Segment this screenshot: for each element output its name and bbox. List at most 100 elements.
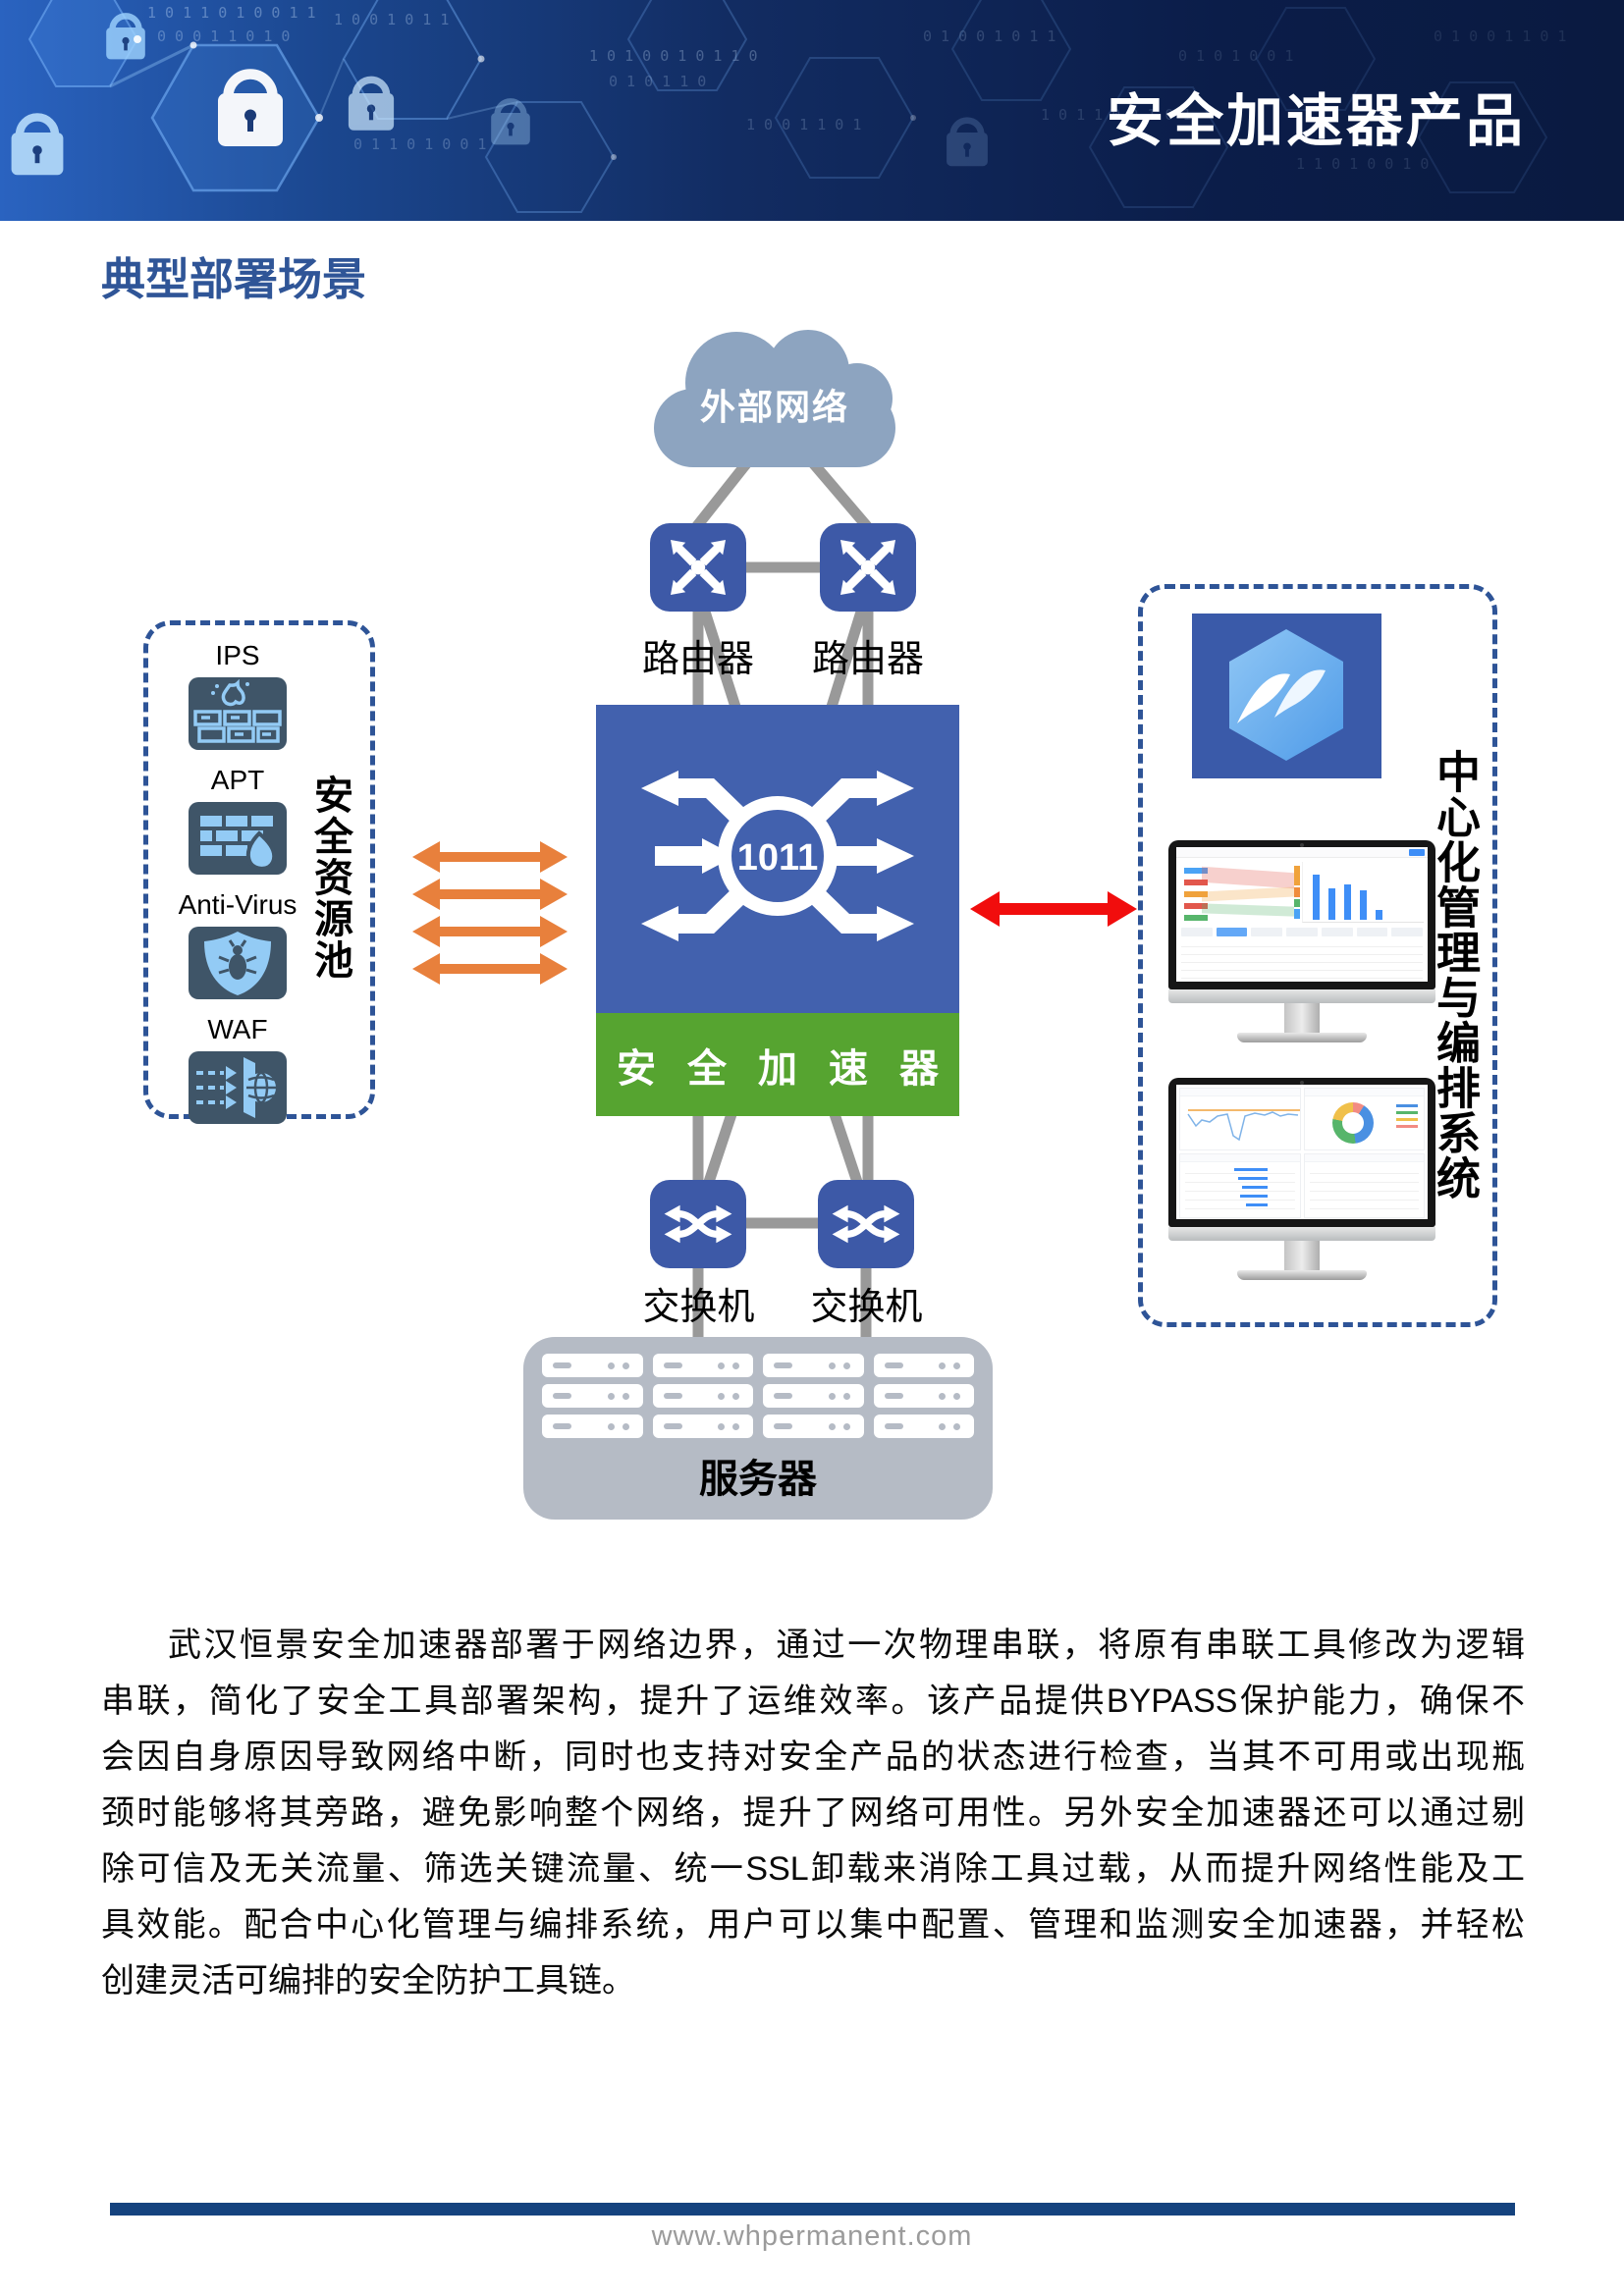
dashboard-monitoring [1176,1085,1428,1219]
paragraph-line: 具效能。配合中心化管理与编排系统，用户可以集中配置、管理和监测安全加速器，并轻松 [101,1906,1525,1944]
router-label: 路由器 [811,639,924,680]
resource-pool-items: IPS APT [164,635,311,1124]
svg-text:1 0 0 1 0 1 1: 1 0 0 1 0 1 1 [334,11,449,28]
server-unit [652,1354,753,1377]
firewall-fire-icon [189,677,287,750]
svg-text:1 0 1 1 0 0 1 0 1: 1 0 1 1 0 0 1 0 1 [1041,106,1192,124]
sankey-chart [1180,862,1302,923]
svg-text:0 1 0 0 1 1 0 1: 0 1 0 0 1 1 0 1 [1434,27,1566,45]
server-unit [542,1354,643,1377]
banner: 1 0 1 1 0 1 0 0 1 1 0 0 0 1 1 0 1 0 1 0 … [0,0,1624,221]
paragraph-line: 武汉恒景安全加速器部署于网络边界，通过一次物理串联，将原有串联工具修改为逻辑 [168,1627,1525,1664]
gateway-globe-arrows-icon [189,1051,287,1124]
switch-right [818,1180,914,1268]
monitor-1 [1168,840,1435,1042]
switch-icon [832,1204,900,1244]
monitor-stand [1284,1003,1320,1033]
server-unit [873,1354,974,1377]
chart-legend [1396,1104,1418,1128]
brick-wall-flame-icon [189,802,287,875]
switch-icon [664,1204,732,1244]
svg-text:1 0 1 0 0 1 0 1 1 0: 1 0 1 0 0 1 0 1 1 0 [589,47,758,65]
servers-box: 服务器 [523,1337,993,1520]
resource-pool-item-label: WAF [207,1014,268,1044]
monitor-screen [1168,840,1435,989]
accelerator-label: 安全加速器 [617,1046,970,1091]
paragraph-line: 除可信及无关流量、筛选关键流量、统一SSL卸载来消除工具过载，从而提升网络性能及… [101,1850,1525,1888]
orange-flow-arrows [412,841,568,985]
switch-label: 交换机 [642,1287,755,1328]
resource-pool-box: IPS APT [143,620,375,1124]
management-box: 中心化管理与编排系统 [1138,584,1497,1327]
security-accelerator-box: 1011 安全加速器 [596,705,959,1116]
dashboard-traffic [1176,847,1428,982]
page-title: 安全加速器产品 [1106,89,1526,153]
body-paragraph: 武汉恒景安全加速器部署于网络边界，通过一次物理串联，将原有串联工具修改为逻辑 串… [101,1618,1525,2009]
server-unit [652,1415,753,1438]
monitor-2 [1168,1078,1435,1280]
switch-left [650,1180,746,1268]
svg-text:0 1 0 0 1 0 1 1: 0 1 0 0 1 0 1 1 [923,27,1056,45]
server-grid [542,1354,974,1438]
server-unit [763,1415,864,1438]
svg-text:0 1 0 1 1 0: 0 1 0 1 1 0 [609,73,706,90]
donut-chart-panel [1303,1088,1425,1150]
cloud-label: 外部网络 [699,387,849,427]
svg-text:1 1 0 1 0 0 1 0: 1 1 0 1 0 0 1 0 [1296,155,1429,173]
svg-text:1 0 0 1 1 0 1: 1 0 0 1 1 0 1 [746,116,861,133]
shield-bug-icon [189,927,287,999]
donut-chart [1331,1102,1374,1144]
cloud-icon [654,330,895,467]
line-chart-panel [1179,1088,1301,1150]
router-label: 路由器 [641,639,754,680]
router-icon [840,540,895,595]
accelerator-icon: 1011 [641,771,914,941]
primary-button [1409,849,1425,856]
paragraph-line: 颈时能够将其旁路，避免影响整个网络，提升了网络可用性。另外安全加速器还可以通过剔 [101,1794,1525,1832]
switch-label: 交换机 [810,1287,923,1328]
external-network-cloud: 外部网络 [646,322,903,469]
router-icon [671,540,726,595]
svg-text:0 1 1 0 1 0 0 1: 0 1 1 0 1 0 0 1 [353,135,486,153]
svg-text:0 0 0 1 1 0 1 0: 0 0 0 1 1 0 1 0 [157,27,290,45]
bar-chart [1302,862,1424,923]
resource-pool-item-label: IPS [215,640,260,670]
management-vertical-title: 中心化管理与编排系统 [1430,749,1480,1201]
footer-divider [110,2203,1515,2216]
paragraph-line: 会因自身原因导致网络中断，同时也支持对安全产品的状态进行检查，当其不可用或出现瓶 [101,1738,1525,1776]
section-heading: 典型部署场景 [101,254,367,304]
data-table [1176,923,1428,982]
paragraph-line: 串联，简化了安全工具部署架构，提升了运维效率。该产品提供BYPASS保护能力，确… [101,1682,1525,1720]
dashboard-toolbar [1176,847,1428,858]
router-right [820,523,916,612]
server-unit [873,1415,974,1438]
banner-background: 1 0 1 1 0 1 0 0 1 1 0 0 0 1 1 0 1 0 1 0 … [0,0,1624,221]
top-list-panel [1179,1153,1301,1218]
svg-text:1 0 1 1 0 1 0 0 1 1: 1 0 1 1 0 1 0 0 1 1 [147,4,316,22]
resource-pool-vertical-title: 安全资源池 [308,774,352,981]
red-link-arrow [970,891,1137,927]
svg-text:0 1 0 1 0 0 1: 0 1 0 1 0 0 1 [1178,47,1293,65]
resource-pool-item-label: Anti-Virus [178,889,298,920]
resource-pool-item-label: APT [210,765,265,795]
server-unit [542,1384,643,1408]
monitor-stand [1284,1241,1320,1270]
server-unit [542,1415,643,1438]
monitor-screen [1168,1078,1435,1227]
server-unit [652,1384,753,1408]
router-left [650,523,746,612]
network-links [412,448,1137,1343]
paragraph-line: 创建灵活可编排的安全防护工具链。 [101,1962,635,2000]
monitor-chin [1168,989,1435,1003]
list-panel [1303,1153,1425,1218]
accelerator-label-bar: 安全加速器 [596,1013,959,1116]
monitor-chin [1168,1227,1435,1241]
hexagon-wave-logo-icon [1229,629,1343,761]
management-logo [1192,614,1381,778]
accelerator-code: 1011 [737,837,818,879]
monitor-base [1237,1270,1367,1280]
monitor-base [1237,1033,1367,1042]
server-unit [763,1384,864,1408]
server-unit [873,1384,974,1408]
